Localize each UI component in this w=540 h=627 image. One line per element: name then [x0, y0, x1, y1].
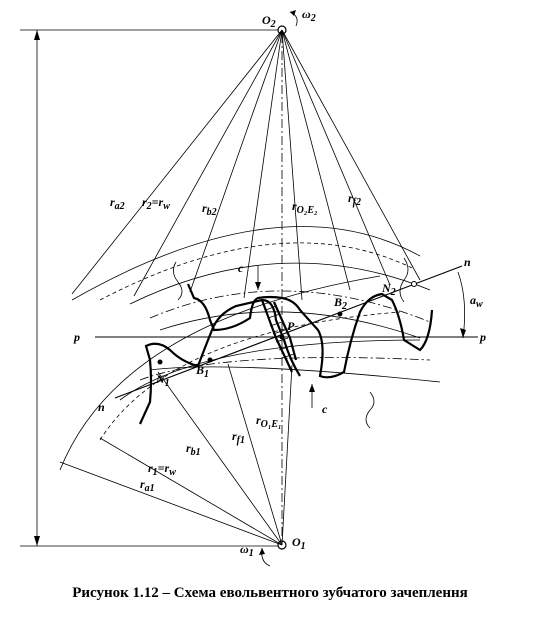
- label-n2: N2: [381, 281, 396, 298]
- label-ro1e1: rO₁E₁: [256, 413, 282, 430]
- label-n-bottom: n: [98, 400, 105, 414]
- label-omega1: ω1: [240, 542, 254, 559]
- center-distance-dimension: [20, 29, 282, 547]
- aw-angle-arc: [457, 271, 466, 339]
- label-c-top: c: [238, 261, 244, 275]
- contact-hatching: [265, 305, 295, 359]
- label-o2: O2: [262, 13, 276, 30]
- label-c-bottom: c: [322, 402, 328, 416]
- label-p-left: p: [73, 330, 80, 344]
- point-n2: [411, 281, 417, 287]
- label-r1rw: r1=rw: [148, 461, 176, 478]
- label-ra2: ra2: [110, 195, 125, 212]
- label-rb2: rb2: [202, 201, 217, 218]
- point-p: [279, 334, 285, 340]
- gear2-circles: [71, 226, 431, 339]
- label-p-point: P: [287, 319, 295, 333]
- label-ra1: ra1: [140, 477, 155, 494]
- label-o1: O1: [292, 535, 306, 552]
- contact-flank-left: [260, 299, 293, 373]
- gear1-tooth-profile: [138, 298, 301, 425]
- label-rf1: rf1: [232, 429, 245, 446]
- label-r2rw: r2=rw: [142, 195, 170, 212]
- break-line-top-left: [173, 261, 183, 301]
- label-aw: aw: [470, 293, 483, 310]
- label-n-top: n: [464, 255, 471, 269]
- point-b2: [337, 311, 343, 317]
- figure-caption: Рисунок 1.12 – Схема евольвентного зубча…: [72, 585, 468, 601]
- label-b2: B2: [333, 295, 347, 312]
- break-line-bottom-right: [365, 391, 375, 429]
- gear1-circles: [59, 275, 441, 471]
- gear1-radii: [59, 363, 293, 546]
- label-p-right: p: [479, 330, 486, 344]
- label-rb1: rb1: [186, 441, 201, 458]
- point-b1: [207, 357, 213, 363]
- label-b1: B1: [195, 363, 209, 380]
- label-rf2: rf2: [348, 191, 361, 208]
- gear2-tooth-profile: [186, 283, 434, 379]
- gear2-radii: [71, 29, 421, 301]
- label-omega2: ω2: [302, 7, 316, 24]
- break-line-top-right: [399, 257, 409, 303]
- point-n1: [157, 359, 163, 365]
- label-n1: N1: [155, 372, 170, 389]
- label-ro2e2: rO₂E₂: [292, 199, 318, 216]
